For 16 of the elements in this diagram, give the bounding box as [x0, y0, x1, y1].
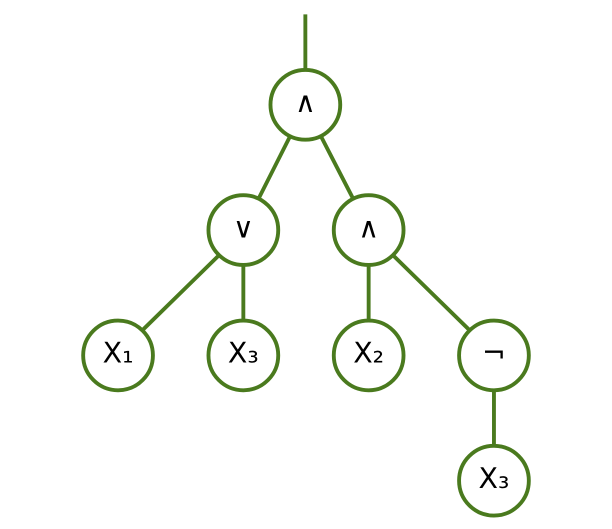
connector [319, 136, 355, 200]
node-circle: ∨ [206, 193, 280, 267]
connector [392, 254, 472, 332]
node-circle: ∧ [332, 193, 406, 267]
node-circle: X₃ [457, 444, 531, 518]
node-circle: X₃ [206, 318, 280, 392]
node-circle: ¬ [457, 318, 531, 392]
connector [303, 14, 308, 70]
connector [257, 136, 292, 200]
connector [366, 265, 371, 320]
connector [492, 390, 496, 446]
node-circle: ∧ [268, 68, 342, 142]
connector [140, 254, 220, 332]
node-circle: X₁ [81, 318, 155, 392]
node-circle: X₂ [332, 318, 406, 392]
connector [241, 265, 246, 320]
